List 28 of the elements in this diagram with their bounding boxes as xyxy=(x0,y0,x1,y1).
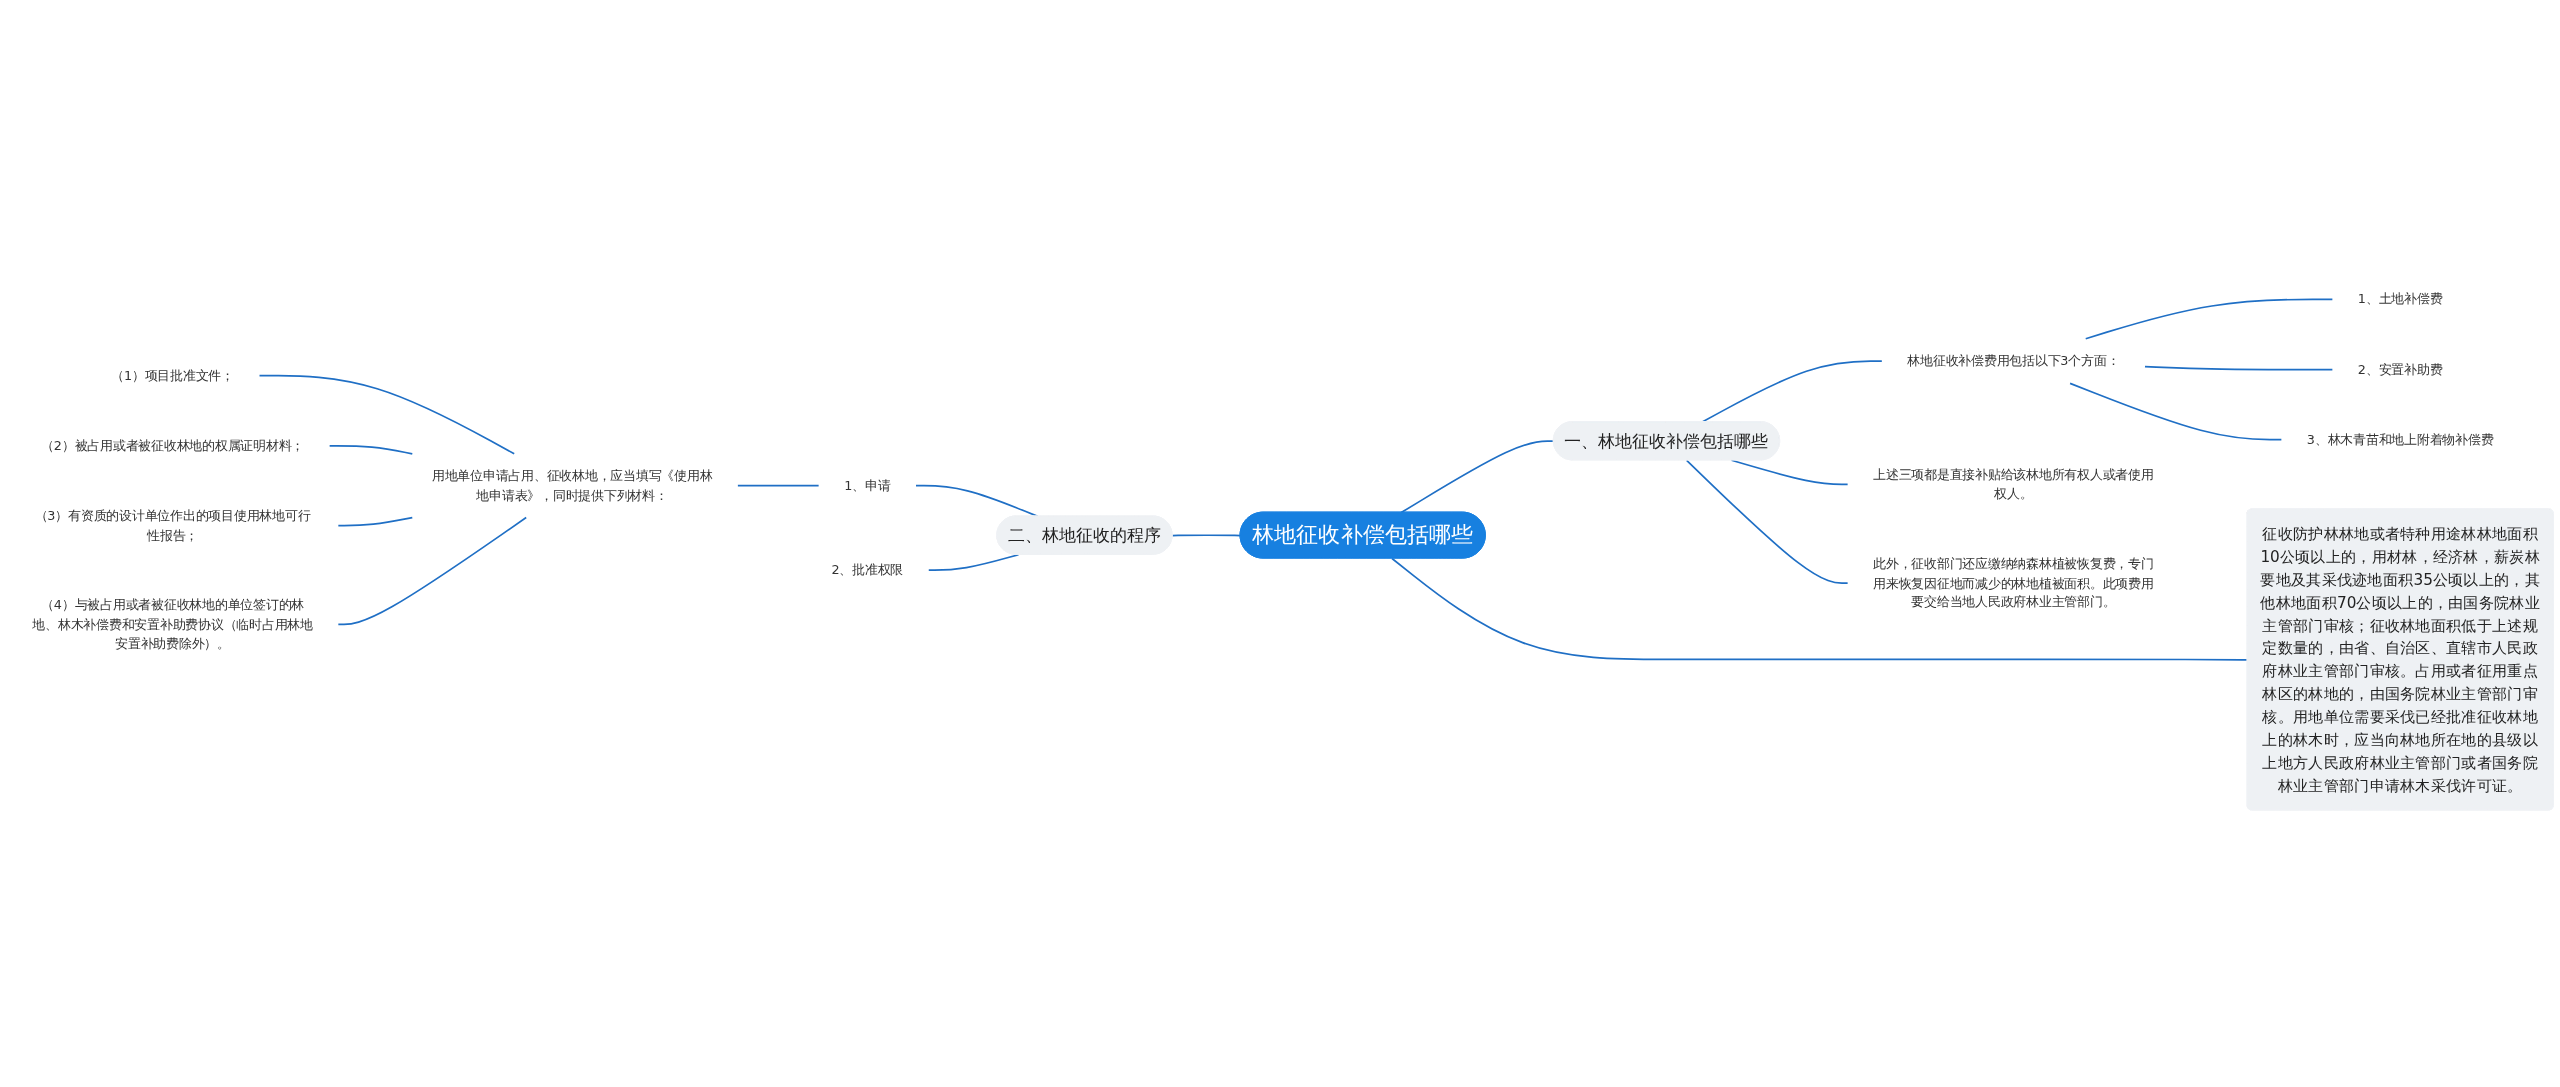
connector xyxy=(1391,557,2249,661)
node-text: （3）有资质的设计单位作出的项目使用林地可行性报告； xyxy=(34,508,311,543)
node-text: （4）与被占用或者被征收林地的单位签订的林地、林木补偿费和安置补助费协议（临时占用林地安置补助费除外）。 xyxy=(32,597,313,651)
connector xyxy=(737,484,820,487)
connector xyxy=(1400,440,1555,514)
connector xyxy=(2084,298,2334,340)
connector xyxy=(1701,360,1883,423)
node-text: 上述三项都是直接补贴给该林地所有权人或者使用权人。 xyxy=(1873,466,2154,502)
connector xyxy=(2144,365,2334,371)
connector xyxy=(328,445,414,455)
node-text: 2、安置补助费 xyxy=(2357,361,2443,377)
connector xyxy=(258,374,516,455)
connector xyxy=(337,516,414,527)
connector xyxy=(337,516,528,626)
connector xyxy=(2069,382,2283,441)
node-text: 2、批准权限 xyxy=(831,562,904,578)
connector xyxy=(1171,534,1242,537)
node-text: 用地单位申请占用、征收林地，应当填写《使用林地申请表》，同时提供下列材料： xyxy=(431,468,713,503)
node-text: （1）项目批准文件； xyxy=(111,367,235,384)
node-text: 3、林木青苗和地上附着物补偿费 xyxy=(2306,431,2494,448)
node-text: 此外，征收部门还应缴纳纳森林植被恢复费，专门用来恢复因征地而减少的林地植被面积。此项费用要交给当地人民政府林业主管部门。 xyxy=(1873,556,2154,610)
connector xyxy=(1685,459,1849,584)
node-text: 1、申请 xyxy=(844,477,891,494)
connector xyxy=(1730,459,1849,486)
connector xyxy=(927,553,1020,571)
node-text: 1、土地补偿费 xyxy=(2357,291,2443,307)
node-text: 林地征收补偿费用包括以下3个方面： xyxy=(1907,353,2120,369)
node-text: （2）被占用或者被征收林地的权属证明材料； xyxy=(41,437,305,454)
